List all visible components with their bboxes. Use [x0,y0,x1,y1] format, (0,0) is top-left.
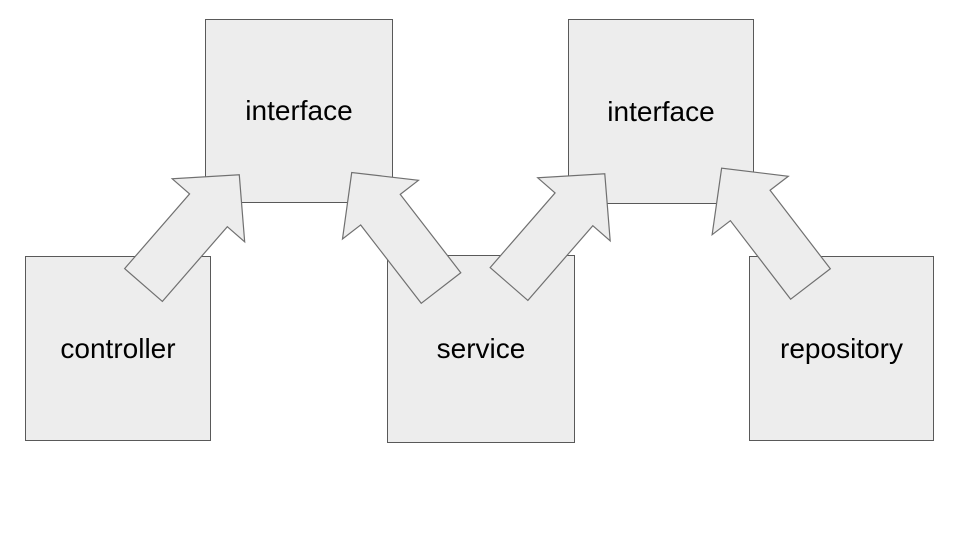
node-interface-left: interface [205,19,393,203]
node-service: service [387,255,575,443]
node-repository: repository [749,256,934,441]
node-interface-left-label: interface [245,95,353,126]
node-controller-label: controller [60,332,176,364]
node-interface-right: interface [568,19,754,204]
node-service-label: service [436,333,526,364]
node-repository-label: repository [780,332,903,364]
node-controller: controller [25,256,211,441]
node-interface-right-label: interface [607,95,715,127]
